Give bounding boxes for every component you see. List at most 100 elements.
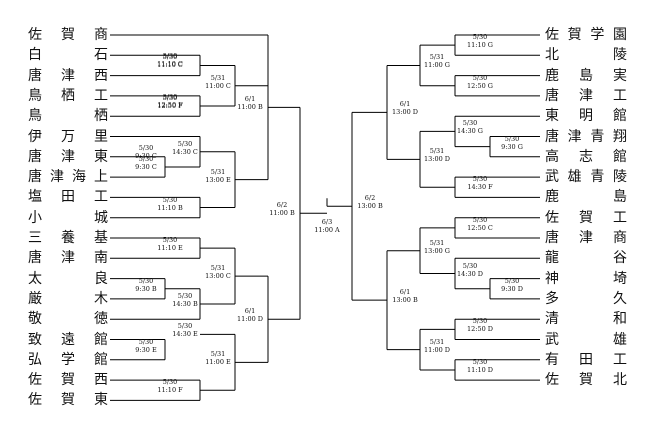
team-name-char: 佐: [545, 209, 559, 226]
right-team-0: 佐賀学園: [545, 25, 627, 45]
team-name-char: 賀: [579, 372, 593, 389]
team-name-char: 北: [545, 47, 559, 64]
match-time: 9:30 B: [135, 284, 157, 293]
team-name-char: 鳥: [28, 87, 42, 104]
team-name-char: 武: [545, 331, 559, 348]
team-name-char: 東: [94, 392, 108, 409]
match-date: 5/30: [162, 236, 178, 245]
left-team-16: 弘学館: [28, 350, 108, 370]
match-date: 5/30: [162, 195, 178, 204]
right-team-13: 多久: [545, 289, 627, 309]
left-team-17: 佐賀西: [28, 370, 108, 390]
team-name-char: 北: [613, 372, 627, 389]
match-time: 9:30 C: [135, 162, 157, 171]
team-name-char: 園: [613, 27, 627, 43]
team-name-char: 工: [94, 87, 108, 104]
right-team-4: 東明館: [545, 106, 627, 126]
match-date: 5/30: [162, 378, 178, 387]
match-time: 9:30 E: [135, 345, 157, 354]
left-team-9: 小城: [28, 208, 108, 228]
team-name-char: 唐: [545, 230, 559, 246]
match-time: 14:30 F: [467, 183, 493, 192]
left-team-4: 鳥栖: [28, 106, 108, 126]
left-team-18: 佐賀東: [28, 390, 108, 410]
team-name-char: 佐: [28, 27, 42, 43]
team-name-char: 佐: [28, 392, 42, 409]
team-name-char: 厳: [28, 290, 42, 307]
team-name-char: 雄: [613, 331, 627, 348]
match-date: 5/30: [162, 93, 178, 102]
right-team-16: 有田工: [545, 350, 627, 370]
team-name-char: 唐: [28, 67, 42, 84]
team-name-char: 賀: [61, 372, 75, 389]
team-name-char: 鳥: [28, 108, 42, 125]
team-name-char: 佐: [545, 27, 559, 43]
team-name-char: 工: [94, 189, 108, 206]
match-date: 6/2: [364, 194, 376, 203]
match-time: 11:00 A: [314, 226, 340, 235]
left-team-5: 伊万里: [28, 127, 108, 147]
match-date: 5/30: [472, 175, 488, 184]
team-name-char: 神: [545, 270, 559, 287]
team-name-char: 万: [61, 128, 75, 145]
right-team-10: 唐津商: [545, 228, 627, 248]
team-name-char: 津: [50, 169, 64, 186]
left-team-1: 白石: [28, 45, 108, 65]
match-date: 5/31: [429, 147, 445, 156]
match-date: 5/30: [138, 143, 154, 152]
match-time: 11:10 D: [466, 365, 493, 374]
left-team-12: 太良: [28, 269, 108, 289]
match-date: 5/30: [472, 215, 488, 224]
team-name-char: 里: [94, 128, 108, 145]
team-name-char: 栖: [94, 108, 108, 125]
match-time: 11:10 B: [157, 203, 183, 212]
right-team-17: 佐賀北: [545, 370, 627, 390]
team-name-char: 清: [545, 311, 559, 328]
team-name-char: 鹿: [545, 67, 559, 84]
match-time: 13:00 D: [391, 108, 418, 117]
left-team-3: 鳥栖工: [28, 86, 108, 106]
team-name-char: 久: [613, 290, 627, 307]
team-name-char: 商: [613, 230, 627, 246]
team-name-char: 学: [61, 351, 75, 368]
team-name-char: 東: [94, 148, 108, 165]
match-date: 5/30: [472, 357, 488, 366]
left-team-2: 唐津西: [28, 66, 108, 86]
team-name-char: 海: [72, 169, 86, 186]
team-name-char: 城: [94, 209, 108, 226]
match-date: 5/30: [177, 139, 193, 148]
team-name-char: 館: [94, 331, 108, 348]
match-time: 9:30 G: [501, 142, 523, 151]
right-team-1: 北陵: [545, 45, 627, 65]
left-team-10: 三養基: [28, 228, 108, 248]
match-date: 6/2: [276, 201, 288, 210]
match-time: 13:00 E: [205, 175, 231, 184]
team-name-char: 徳: [94, 311, 108, 328]
team-name-char: 青: [590, 169, 605, 186]
match-time: 13:00 B: [357, 202, 383, 211]
match-time: 11:00 D: [423, 345, 450, 354]
team-name-char: 田: [579, 351, 593, 368]
team-name-char: 学: [590, 27, 605, 43]
match-date: 5/30: [162, 94, 178, 103]
match-date: 5/30: [177, 291, 193, 300]
right-team-12: 神埼: [545, 269, 627, 289]
match-date: 5/31: [210, 167, 226, 176]
right-team-7: 武雄青陵: [545, 167, 627, 187]
team-name-char: 三: [28, 230, 42, 246]
match-date: 5/30: [462, 119, 478, 128]
